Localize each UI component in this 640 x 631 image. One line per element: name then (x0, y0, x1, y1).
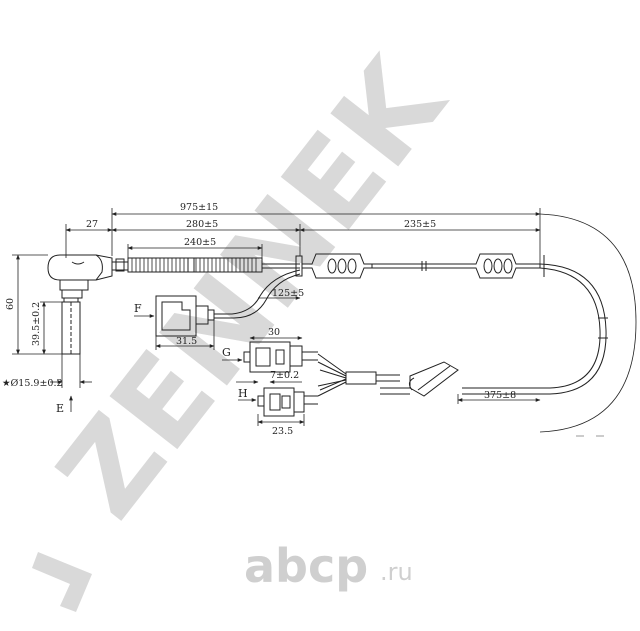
dim-tail: 375±8 (484, 390, 516, 401)
mounting-clip (408, 361, 459, 397)
dim-corrugated: 240±5 (184, 237, 216, 248)
brand-chevron-mark (32, 552, 92, 612)
dim-head: 27 (86, 219, 98, 230)
dim-connector-h: 23.5 (272, 426, 293, 437)
site-logo-text: abcp (244, 539, 368, 593)
dimension-labels: 975±15 27 280±5 240±5 235±5 125±5 60 39.… (2, 202, 516, 437)
brand-watermark-text: ZENNEK (31, 32, 472, 543)
brand-watermark: ZENNEK (31, 32, 472, 543)
dim-connector-g-pitch: 7±0.2 (270, 370, 299, 381)
dim-shaft: 39.5±0.2 (31, 302, 42, 346)
corrugated-conduit (112, 257, 263, 273)
dim-overall: 975±15 (180, 202, 218, 213)
sensor-head (47, 254, 113, 355)
dim-diameter: ★Ø15.9±0.2 (2, 378, 63, 389)
connector-g (243, 341, 318, 373)
dim-connector-g-width: 30 (268, 327, 280, 338)
label-e: E (56, 402, 64, 415)
dim-right: 235±5 (404, 219, 436, 230)
site-logo-suffix: .ru (380, 558, 413, 586)
site-logo: abcp .ru (244, 539, 413, 593)
dim-branch: 125±5 (272, 288, 304, 299)
branch-cable (214, 269, 301, 315)
dim-height: 60 (5, 298, 16, 310)
dim-connector-f: 31.5 (176, 336, 197, 347)
cable-loop (462, 263, 607, 395)
split-sleeve (345, 371, 377, 385)
grommet-2 (470, 253, 541, 279)
label-h: H (238, 387, 248, 400)
label-f: F (134, 302, 142, 315)
connector-f (155, 295, 215, 337)
reference-arc (539, 213, 637, 433)
label-g: G (222, 346, 231, 359)
dim-sleeve: 280±5 (186, 219, 218, 230)
grommet-1 (302, 253, 373, 279)
connector-h (257, 387, 318, 417)
cable-clip (295, 255, 303, 277)
